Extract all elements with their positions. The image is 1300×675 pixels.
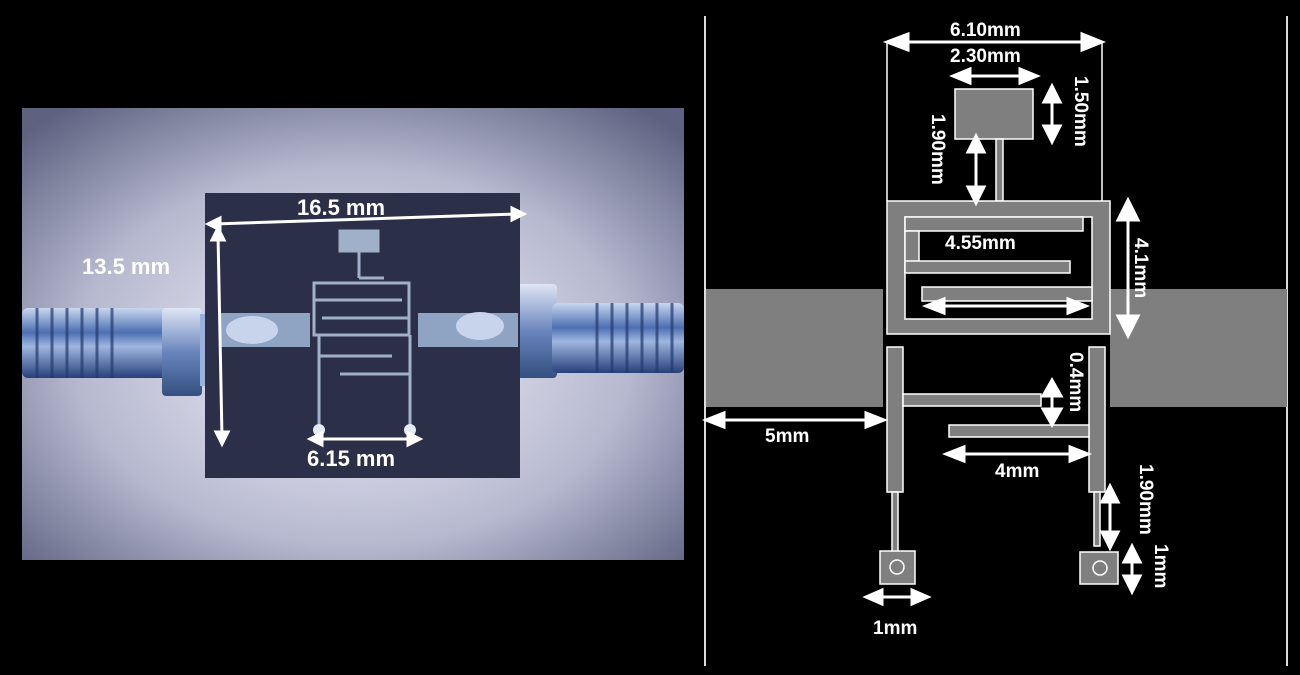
left-bottom-stub (891, 491, 899, 553)
top-stub (995, 138, 1004, 202)
label-gap: 0.4mm (1065, 352, 1086, 412)
via-spacing-label: 6.15 mm (307, 446, 395, 471)
label-via-pad-right: 1mm (1150, 544, 1171, 588)
left-feed-line (706, 289, 883, 407)
microstrip-pattern (312, 229, 412, 426)
label-resonator-width: 6.10mm (950, 20, 1021, 41)
right-via-pad (1079, 551, 1119, 585)
upper-inner-line (902, 393, 1042, 407)
fabricated-filter-photo: 16.5 mm 13.5 mm 6.15 mm (22, 108, 684, 560)
lower-inner-line (948, 424, 1090, 438)
width-arrow (213, 212, 519, 226)
right-arm (1088, 346, 1106, 493)
left-arm (886, 346, 904, 493)
connector-pin-left (226, 316, 278, 344)
height-arrow (216, 233, 224, 439)
label-resonator-height: 4.1mm (1130, 238, 1151, 298)
left-via (889, 559, 905, 575)
right-via (1092, 560, 1108, 576)
label-lower-line: 4mm (995, 461, 1039, 482)
filter-layout-schematic: 6.10mm 2.30mm 1.50mm 1.90mm 4.55mm 4.1mm… (701, 16, 1288, 666)
top-pad (954, 88, 1034, 140)
right-sma-connector (517, 284, 684, 378)
right-bottom-stub (1093, 491, 1101, 547)
label-stub-bottom: 1.90mm (1135, 464, 1156, 535)
board-width-label: 16.5 mm (297, 195, 385, 220)
label-inner-line: 4.55mm (945, 233, 1016, 254)
board-height-label: 13.5 mm (82, 254, 170, 279)
label-pad-height: 1.50mm (1070, 76, 1091, 147)
label-via-pad-bottom: 1mm (873, 618, 917, 639)
label-feed: 5mm (765, 426, 809, 447)
label-pad-width: 2.30mm (950, 46, 1021, 67)
connector-pin-right (456, 312, 504, 340)
label-stub-top: 1.90mm (927, 114, 948, 185)
right-feed-line (1110, 289, 1287, 407)
left-via-pad (879, 550, 916, 585)
